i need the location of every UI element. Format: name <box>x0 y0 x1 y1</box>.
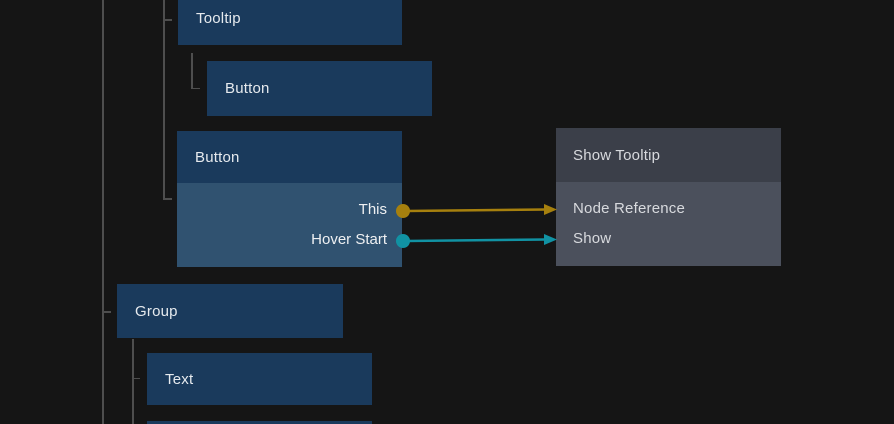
action-node-title: Show Tooltip <box>573 146 661 164</box>
port-hover-start-label: Hover Start <box>311 231 387 248</box>
input-show[interactable]: Show <box>556 224 781 254</box>
port-this[interactable]: This <box>177 195 402 225</box>
tree-tick-text <box>132 377 140 379</box>
wire-teal-line[interactable] <box>405 238 547 243</box>
tree-item-tooltip[interactable]: Tooltip <box>178 0 402 45</box>
tree-item-child-button[interactable]: Button <box>207 61 432 116</box>
tree-item-tooltip-label: Tooltip <box>196 9 241 27</box>
action-node-show-tooltip[interactable]: Show Tooltip <box>556 128 781 182</box>
tree-tick-tooltip <box>163 19 172 21</box>
tree-guide-line-root <box>102 0 104 424</box>
tree-item-group[interactable]: Group <box>117 284 343 338</box>
wire-hover-start-to-show[interactable] <box>396 234 557 248</box>
tree-item-group-label: Group <box>135 302 178 320</box>
wire-this-to-node-reference[interactable] <box>396 204 557 218</box>
action-node-inputs-panel: Node Reference Show <box>556 182 781 266</box>
tree-tick-button <box>163 198 172 200</box>
port-hover-start[interactable]: Hover Start <box>177 225 402 255</box>
tree-guide-line-tooltip-children <box>191 53 193 88</box>
input-node-reference[interactable]: Node Reference <box>556 194 781 224</box>
tree-item-child-button-label: Button <box>225 80 270 97</box>
tree-item-clipped-bottom[interactable] <box>147 421 372 424</box>
tree-guide-line-group-children <box>132 339 134 424</box>
tree-item-text[interactable]: Text <box>147 353 372 405</box>
tree-tick-child-button <box>191 87 200 89</box>
wire-orange-line[interactable] <box>405 208 547 213</box>
input-show-label: Show <box>573 230 612 247</box>
tree-item-button[interactable]: Button <box>177 131 402 183</box>
input-node-reference-label: Node Reference <box>573 200 686 217</box>
tree-item-button-label: Button <box>195 148 240 166</box>
tree-item-text-label: Text <box>165 370 194 388</box>
tree-guide-line-level2 <box>163 0 165 199</box>
button-ports-panel: This Hover Start <box>177 183 402 267</box>
port-this-label: This <box>358 201 387 218</box>
tree-tick-group <box>102 311 111 313</box>
